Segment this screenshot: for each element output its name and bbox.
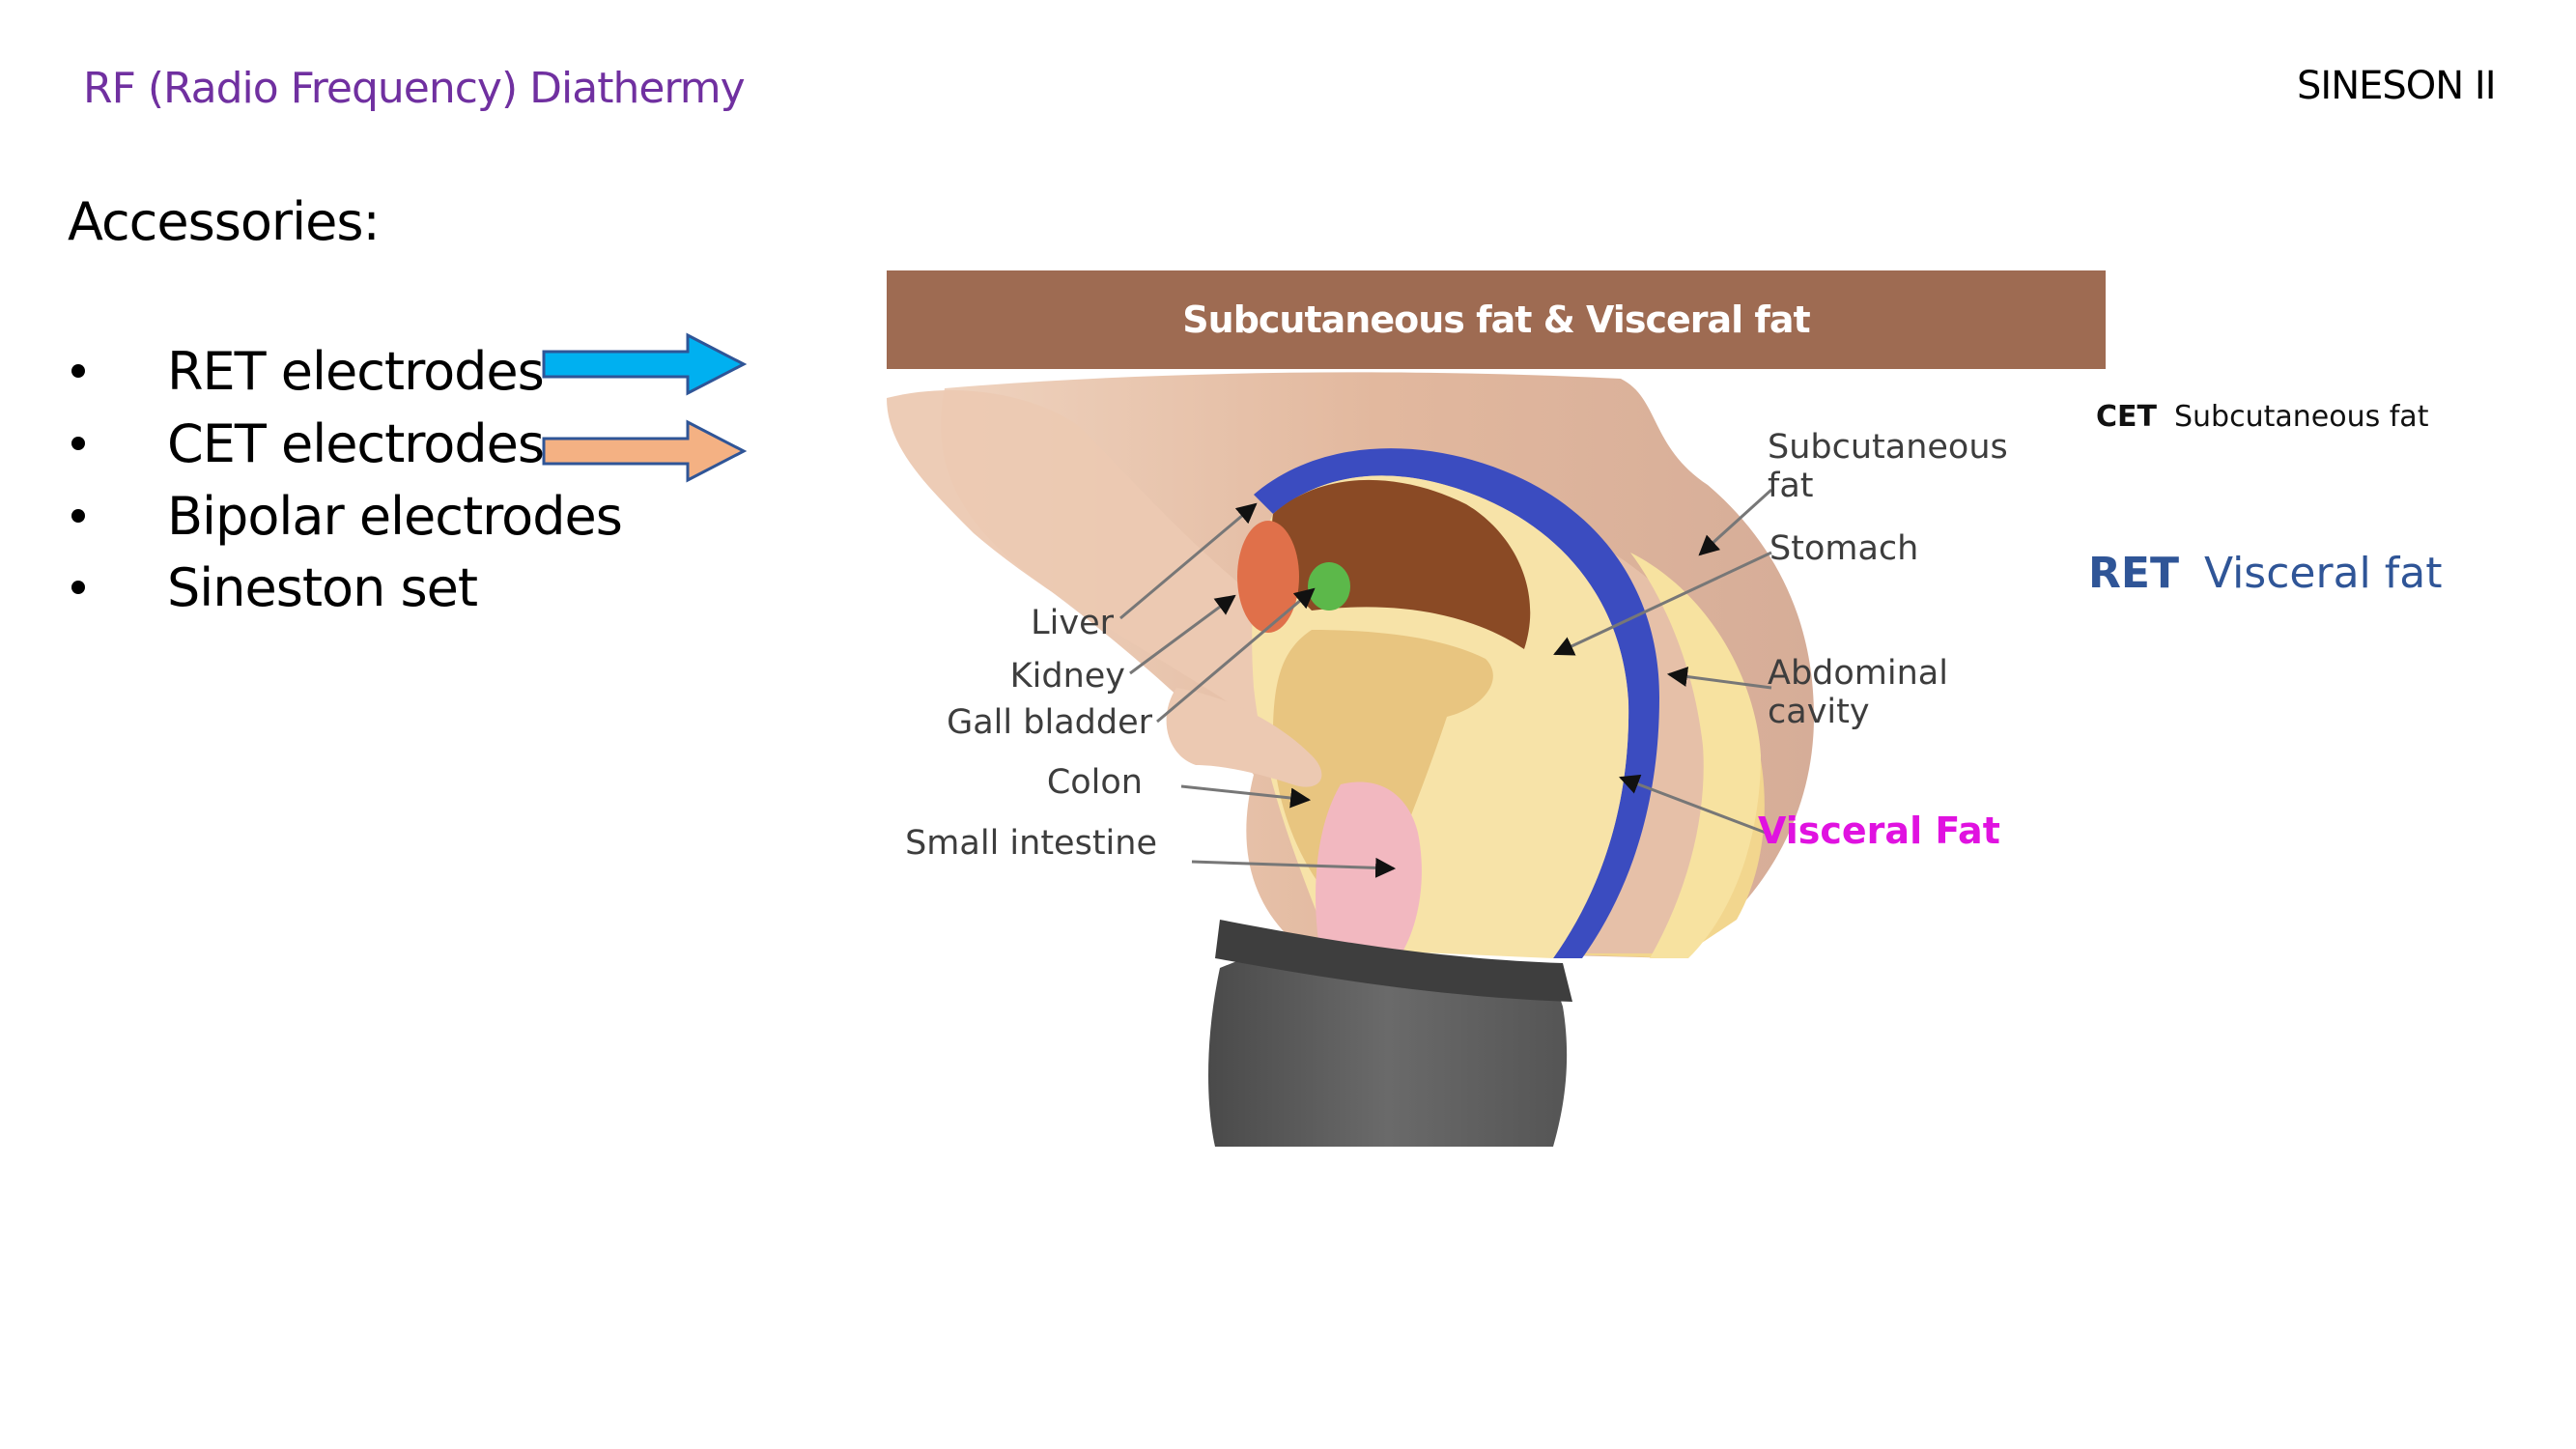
leader-abdominal [1666,667,1772,690]
blue-arrow-icon [542,332,748,396]
label-liver: Liver [1031,604,1114,642]
label-subcutaneous-line2: fat [1768,467,1814,505]
leader-small-intestine [1191,857,1397,878]
label-abdominal-line1: Abdominal [1768,654,1948,693]
orange-arrow-icon [542,419,748,483]
leader-colon [1180,784,1312,809]
legend-ret-tag: RET [2088,549,2179,598]
legend-ret: RET Visceral fat [2088,549,2442,598]
legend-cet-text: Subcutaneous fat [2173,400,2429,434]
leader-subcutaneous [1698,488,1773,556]
abdomen-anatomy-illustration [887,372,1814,1147]
bullet-icon [71,581,85,594]
list-item-label: Sineston set [167,556,478,618]
list-item-label: Bipolar electrodes [167,485,623,547]
leader-liver [1119,502,1258,620]
bullet-icon [71,509,85,523]
list-item-sineston: Sineston set [68,552,478,623]
kidney [1237,521,1299,633]
leader-visceral [1619,774,1767,835]
belt [1215,920,1572,1002]
legend-cet-tag: CET [2096,400,2157,434]
leader-kidney [1129,594,1236,675]
label-small-intestine: Small intestine [905,824,1157,863]
label-colon: Colon [1046,763,1143,802]
accessories-heading: Accessories: [68,191,381,252]
slide-title: RF (Radio Frequency) Diathermy [83,64,746,113]
brand-label: SINESON II [2297,64,2496,108]
bullet-icon [71,437,85,450]
label-kidney: Kidney [1009,657,1125,696]
label-stomach: Stomach [1769,529,1919,568]
label-visceral-fat: Visceral Fat [1758,810,2000,852]
hand-shape [1166,688,1322,787]
label-subcutaneous-line1: Subcutaneous [1768,428,2008,467]
bullet-icon [71,364,85,378]
gall-bladder [1308,562,1350,611]
legend-ret-text: Visceral fat [2203,549,2443,598]
figure-banner-title: Subcutaneous fat & Visceral fat [1182,298,1810,341]
list-item-label: RET electrodes [167,340,545,402]
list-item-bipolar: Bipolar electrodes [68,480,623,552]
label-gall-bladder: Gall bladder [947,703,1152,742]
leader-gall-bladder [1156,587,1316,724]
legend-cet: CET Subcutaneous fat [2096,400,2428,434]
figure-banner: Subcutaneous fat & Visceral fat [887,270,2106,369]
list-item-cet: CET electrodes [68,408,545,479]
leader-stomach [1553,551,1772,656]
list-item-ret: RET electrodes [68,335,545,407]
small-intestine [1316,781,1422,958]
label-abdominal-line2: cavity [1768,693,1870,731]
list-item-label: CET electrodes [167,412,545,474]
